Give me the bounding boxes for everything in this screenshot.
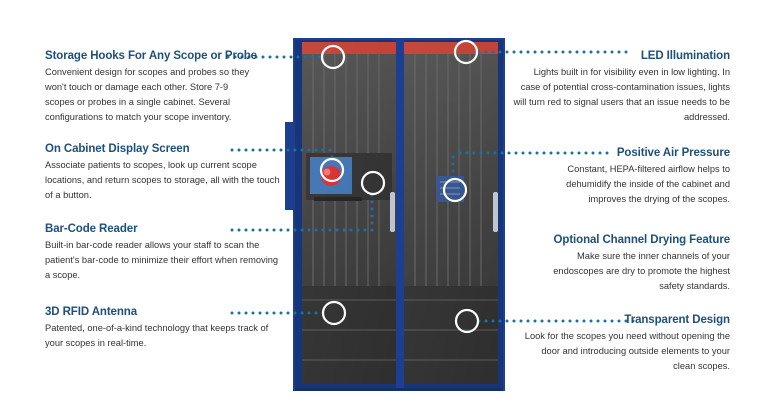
feature-rfid: 3D RFID Antenna Patented, one-of-a-kind … [45, 306, 270, 351]
feature-air-pressure: Positive Air Pressure Constant, HEPA-fil… [528, 147, 730, 207]
callout-ring-transparent [454, 308, 480, 334]
feature-desc: Lights built in for visibility even in l… [513, 67, 730, 122]
door-divider [396, 40, 404, 389]
feature-desc: Built-in bar-code reader allows your sta… [45, 240, 279, 280]
callout-ring-barcode [360, 170, 386, 196]
callout-ring-rfid [321, 300, 347, 326]
feature-desc: Look for the scopes you need without ope… [524, 331, 730, 371]
feature-desc: Make sure the inner channels of your end… [553, 251, 730, 291]
feature-channel-drying: Optional Channel Drying Feature Make sur… [540, 234, 730, 294]
feature-barcode: Bar-Code Reader Built-in bar-code reader… [45, 223, 283, 283]
callout-ring-led [453, 39, 479, 65]
feature-title: Bar-Code Reader [45, 223, 138, 235]
feature-title: Optional Channel Drying Feature [553, 234, 731, 246]
left-handle [390, 192, 395, 232]
feature-title: LED Illumination [640, 50, 730, 62]
left-door [302, 42, 396, 384]
leader-lines [226, 50, 635, 323]
right-handle [493, 192, 498, 232]
feature-title: Positive Air Pressure [616, 147, 730, 159]
feature-desc: Convenient design for scopes and probes … [45, 67, 250, 122]
feature-storage-hooks: Storage Hooks For Any Scope or Probe Con… [45, 50, 257, 125]
feature-transparent: Transparent Design Look for the scopes y… [518, 314, 730, 374]
feature-led: LED Illumination Lights built in for vis… [512, 50, 730, 125]
callout-ring-storage [320, 44, 346, 70]
feature-desc: Constant, HEPA-filtered airflow helps to… [566, 164, 730, 204]
feature-desc: Patented, one-of-a-kind technology that … [45, 323, 269, 348]
feature-desc: Associate patients to scopes, look up cu… [45, 160, 280, 200]
feature-title: On Cabinet Display Screen [45, 143, 190, 155]
callout-ring-display [319, 157, 345, 183]
right-door [404, 42, 498, 384]
feature-display-screen: On Cabinet Display Screen Associate pati… [45, 143, 285, 203]
feature-title: Transparent Design [624, 314, 730, 326]
feature-title: Storage Hooks For Any Scope or Probe [45, 50, 257, 62]
callout-ring-air [442, 177, 468, 203]
feature-title: 3D RFID Antenna [45, 306, 137, 318]
